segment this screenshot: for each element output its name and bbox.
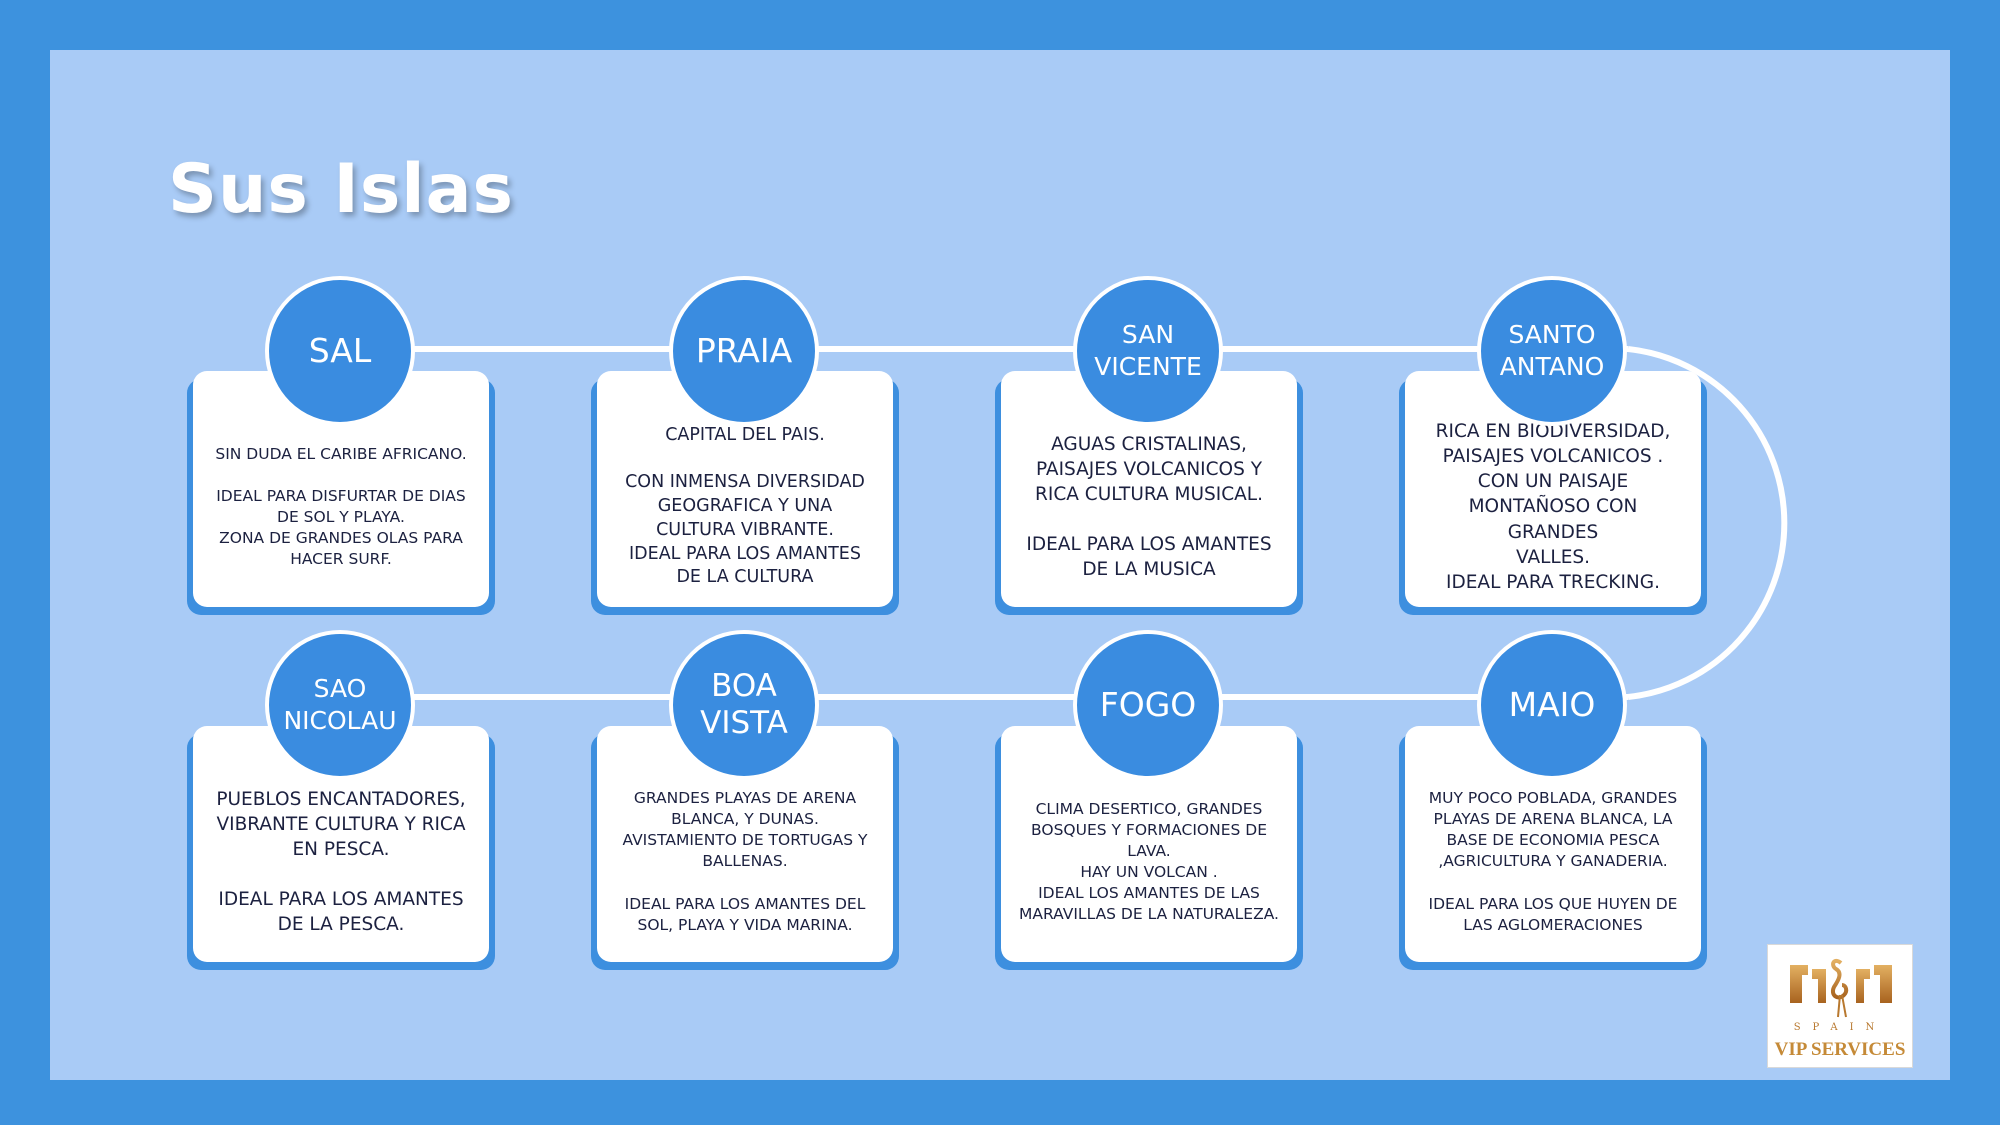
- island-name: FOGO: [1099, 684, 1197, 724]
- vip-services-logo: SPAIN VIP SERVICES: [1767, 944, 1913, 1068]
- island-name: SANTO ANTANO: [1499, 319, 1605, 382]
- island-description: CLIMA DESERTICO, GRANDES BOSQUES Y FORMA…: [1019, 799, 1279, 924]
- island-description: MUY POCO POBLADA, GRANDES PLAYAS DE AREN…: [1428, 789, 1678, 934]
- island-badge-praia: PRAIA: [669, 276, 819, 426]
- island-name: SAN VICENTE: [1094, 319, 1202, 382]
- island-badge-maio: MAIO: [1477, 630, 1627, 780]
- flamingo-logo-icon: [1790, 958, 1892, 1018]
- page-title: Sus Islas: [168, 150, 514, 229]
- island-description: RICA EN BIODIVERSIDAD, PAISAJES VOLCANIC…: [1435, 420, 1671, 593]
- island-description: SIN DUDA EL CARIBE AFRICANO. IDEAL PARA …: [215, 444, 467, 569]
- island-badge-san-vicente: SAN VICENTE: [1073, 276, 1223, 426]
- island-badge-sao-nicolau: SAO NICOLAU: [265, 630, 415, 780]
- island-badge-santo-antano: SANTO ANTANO: [1477, 276, 1627, 426]
- island-name: MAIO: [1508, 684, 1596, 724]
- island-name: SAL: [308, 330, 372, 370]
- island-description: PUEBLOS ENCANTADORES, VIBRANTE CULTURA Y…: [216, 788, 466, 936]
- island-badge-sal: SAL: [265, 276, 415, 426]
- logo-vip-services-text: VIP SERVICES: [1774, 1039, 1906, 1060]
- island-card-sao-nicolau: PUEBLOS ENCANTADORES, VIBRANTE CULTURA Y…: [193, 726, 489, 962]
- island-name: SAO NICOLAU: [283, 673, 397, 736]
- connector-curve: [1627, 346, 1788, 700]
- island-badge-fogo: FOGO: [1073, 630, 1223, 780]
- island-name: BOA VISTA: [700, 668, 788, 741]
- island-description: AGUAS CRISTALINAS, PAISAJES VOLCANICOS Y…: [1026, 433, 1272, 581]
- island-card-santo-antano: RICA EN BIODIVERSIDAD, PAISAJES VOLCANIC…: [1405, 371, 1701, 607]
- logo-spain-text: SPAIN: [1793, 1022, 1887, 1033]
- island-description: GRANDES PLAYAS DE ARENA BLANCA, Y DUNAS.…: [622, 789, 868, 934]
- island-badge-boa-vista: BOA VISTA: [669, 630, 819, 780]
- island-description: CAPITAL DEL PAIS. CON INMENSA DIVERSIDAD…: [625, 424, 865, 588]
- island-name: PRAIA: [695, 330, 793, 370]
